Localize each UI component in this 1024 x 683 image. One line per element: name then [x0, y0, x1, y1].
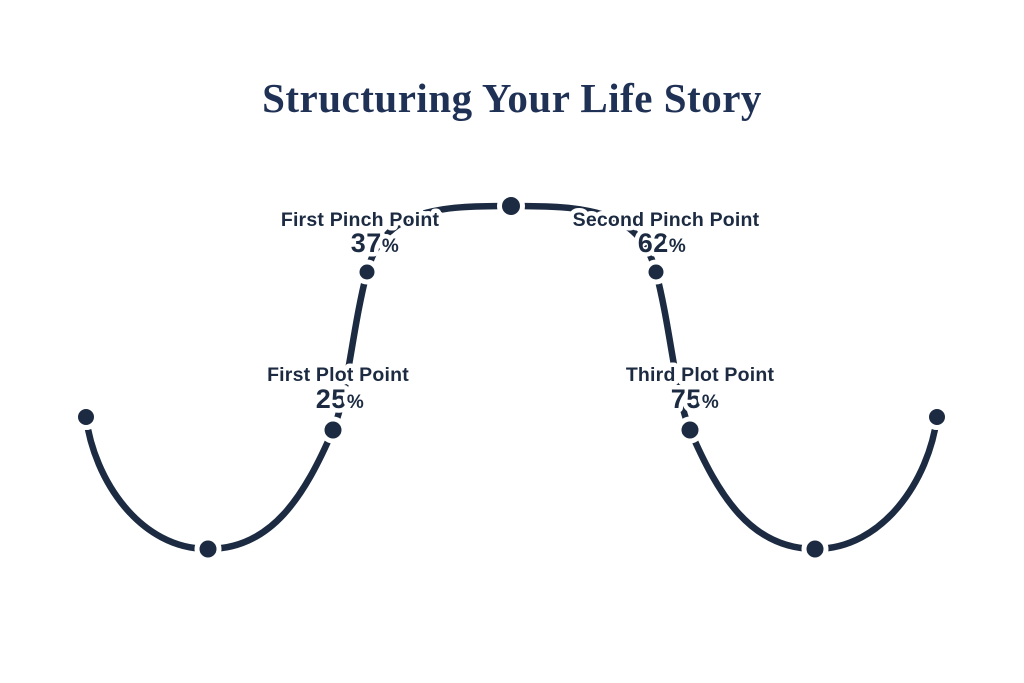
first-plot-point-value: 25% — [316, 384, 364, 414]
second-pinch-point-label: Second Pinch Point — [573, 209, 760, 231]
second-pinch-value-unit: % — [669, 236, 686, 257]
story-end-dot — [924, 404, 950, 430]
third-plot-value-number: 75 — [671, 384, 702, 414]
midpoint-peak-dot — [497, 192, 525, 220]
third-plot-point-label: Third Plot Point — [626, 364, 775, 386]
first-pinch-point-value: 37% — [351, 228, 399, 258]
left-trough-dot — [194, 535, 222, 563]
first-plot-point-label: First Plot Point — [267, 364, 409, 386]
second-pinch-point-dot — [643, 259, 669, 285]
first-pinch-point-label: First Pinch Point — [281, 209, 440, 231]
first-plot-value-number: 25 — [316, 384, 347, 414]
third-plot-point-dot — [676, 416, 704, 444]
third-plot-point-value: 75% — [671, 384, 719, 414]
first-plot-point-dot — [319, 416, 347, 444]
story-arc-curve — [82, 202, 941, 553]
first-pinch-point-dot — [354, 259, 380, 285]
third-plot-value-unit: % — [702, 392, 719, 413]
page-title: Structuring Your Life Story — [262, 75, 762, 121]
second-pinch-point-value: 62% — [638, 228, 686, 258]
second-pinch-value-number: 62 — [638, 228, 669, 258]
first-pinch-value-unit: % — [382, 236, 399, 257]
first-plot-value-unit: % — [347, 392, 364, 413]
story-start-dot — [73, 404, 99, 430]
right-trough-dot — [801, 535, 829, 563]
first-pinch-value-number: 37 — [351, 228, 382, 258]
